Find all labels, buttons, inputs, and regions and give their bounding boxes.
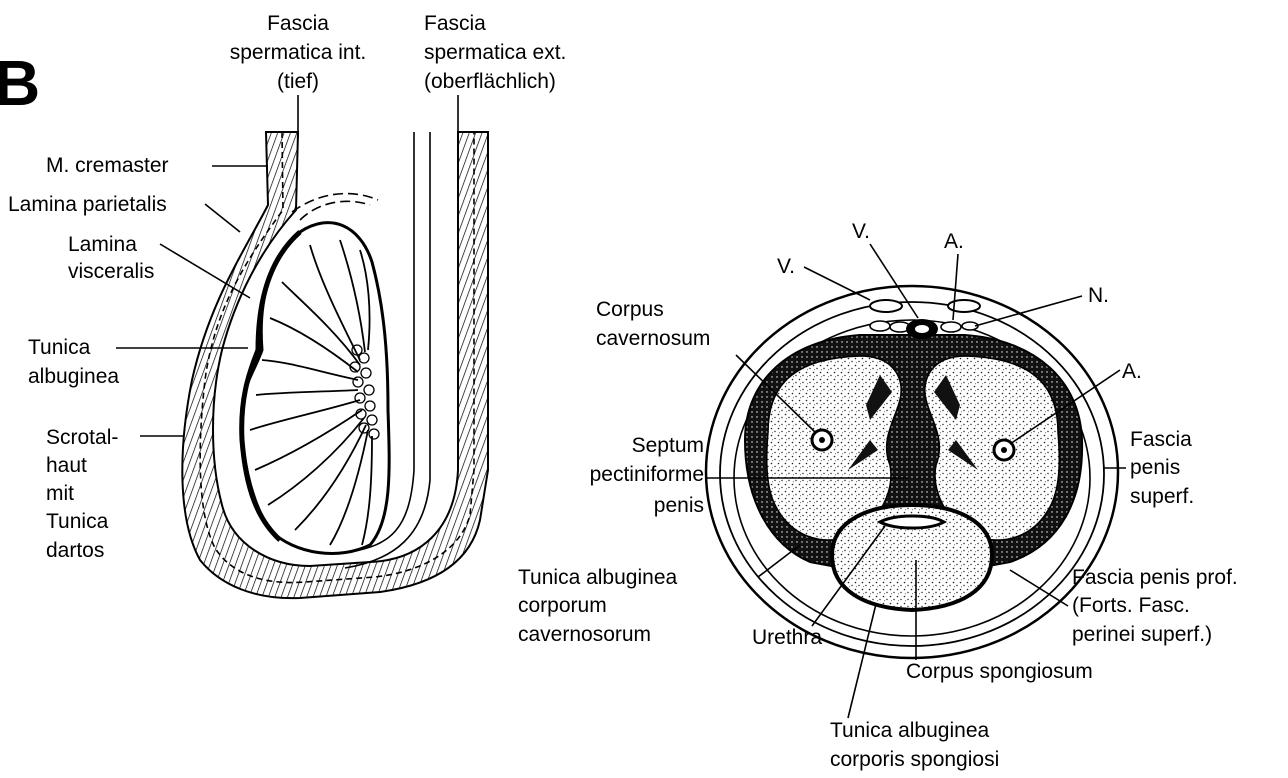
svg-text:spermatica ext.: spermatica ext. <box>424 41 566 64</box>
label-fascia-superf-3: superf. <box>1130 485 1194 508</box>
panel-letter: B <box>0 47 40 119</box>
penis-cross-section <box>706 286 1118 658</box>
label-v-top: V. <box>852 220 870 243</box>
label-fascia-prof-2: (Forts. Fasc. <box>1072 594 1190 617</box>
label-fascia-prof: Fascia penis prof. <box>1072 566 1238 589</box>
svg-text:spermatica int.: spermatica int. <box>230 41 367 64</box>
label-scrotalhaut-4: Tunica <box>46 510 109 533</box>
label-fascia-ext: Fascia <box>424 12 486 35</box>
label-scrotalhaut-2: haut <box>46 454 87 477</box>
label-urethra: Urethra <box>752 626 822 649</box>
label-cremaster: M. cremaster <box>46 154 169 177</box>
label-tunica-cav: Tunica albuginea <box>518 566 677 589</box>
artery-dorsal <box>941 322 961 332</box>
label-corpus-cavernosum-2: cavernosum <box>596 327 710 350</box>
label-tunica-albuginea-2: albuginea <box>28 365 119 388</box>
label-lamina-parietalis: Lamina parietalis <box>8 193 167 216</box>
svg-text:Fascia: Fascia <box>267 12 329 35</box>
label-fascia-superf-2: penis <box>1130 456 1180 479</box>
label-a-right: A. <box>1122 360 1142 383</box>
label-scrotalhaut: Scrotal- <box>46 426 118 449</box>
label-fascia-int-2: spermatica int. <box>230 41 367 64</box>
label-fascia-ext-2: spermatica ext. <box>424 41 566 64</box>
label-fascia-prof-3: perinei superf.) <box>1072 623 1212 646</box>
label-septum-3: penis <box>654 494 704 517</box>
label-a-top: A. <box>944 230 964 253</box>
label-fascia-superf: Fascia <box>1130 428 1192 451</box>
svg-text:Fascia: Fascia <box>424 12 486 35</box>
label-lamina-visceralis-2: visceralis <box>68 260 154 283</box>
label-corpus-cavernosum: Corpus <box>596 298 664 321</box>
label-fascia-int: Fascia <box>267 12 329 35</box>
label-septum: Septum <box>632 434 704 457</box>
label-tunica-cav-2: corporum <box>518 594 607 617</box>
label-corpus-spongiosum: Corpus spongiosum <box>906 660 1093 683</box>
label-tunica-albuginea: Tunica <box>28 336 91 359</box>
label-tunica-spong: Tunica albuginea <box>830 719 989 742</box>
artery-dorsal-top <box>948 300 980 312</box>
label-lamina-visceralis: Lamina <box>68 233 137 256</box>
label-tunica-spong-2: corporis spongiosi <box>830 748 999 771</box>
svg-text:(oberflächlich): (oberflächlich) <box>424 70 556 93</box>
label-fascia-ext-3: (oberflächlich) <box>424 70 556 93</box>
urethra <box>880 516 944 528</box>
label-tunica-cav-3: cavernosorum <box>518 623 651 646</box>
label-fascia-int-3: (tief) <box>277 70 319 93</box>
label-septum-2: pectiniforme <box>590 463 704 486</box>
svg-text:(tief): (tief) <box>277 70 319 93</box>
label-n: N. <box>1088 284 1109 307</box>
label-v-left: V. <box>777 255 795 278</box>
label-scrotalhaut-3: mit <box>46 482 74 505</box>
vein-superficial <box>870 300 902 312</box>
scrotum-drawing <box>182 132 488 598</box>
label-scrotalhaut-5: dartos <box>46 539 104 562</box>
